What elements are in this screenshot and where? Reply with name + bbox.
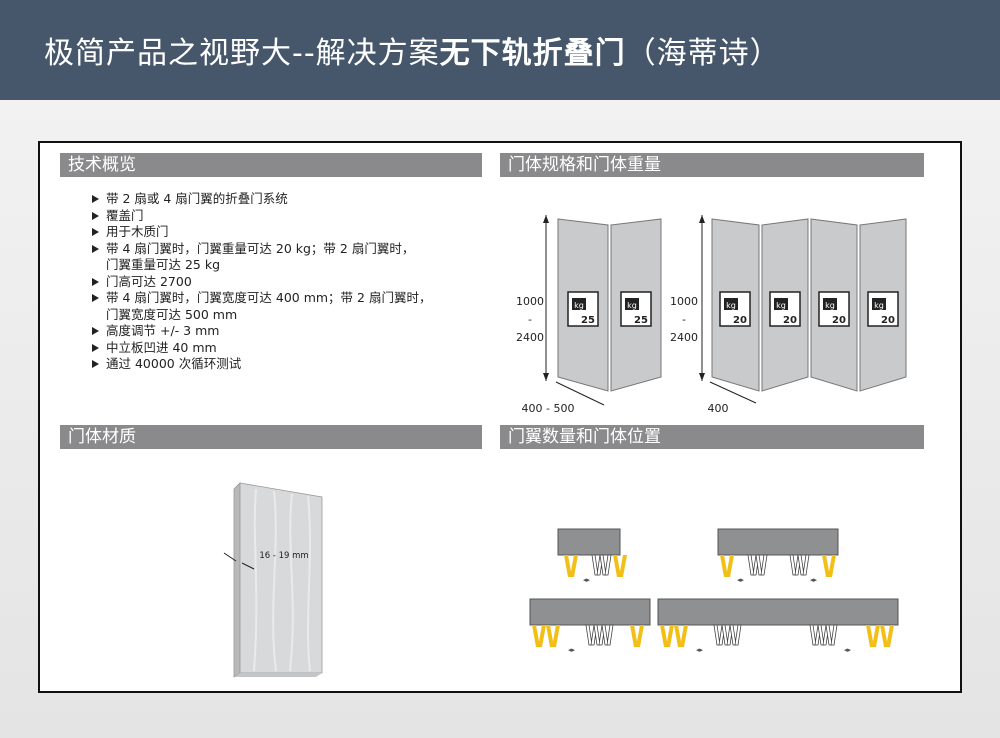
tech-overview-section: 技术概览 带 2 扇或 4 扇门翼的折叠门系统 覆盖门 用于木质门 带 4 扇门… xyxy=(60,153,482,421)
list-item: 通过 40000 次循环测试 xyxy=(90,356,431,373)
material-heading: 门体材质 xyxy=(60,425,482,449)
positions-section: 门翼数量和门体位置 ◂▸ ◂▸ ◂▸ xyxy=(500,425,924,681)
svg-text:◂▸: ◂▸ xyxy=(810,576,818,584)
header-bar: 极简产品之视野大--解决方案无下轨折叠门（海蒂诗） xyxy=(0,0,1000,100)
list-item: 门高可达 2700 xyxy=(90,274,431,291)
list-item: 覆盖门 xyxy=(90,208,431,225)
config-four-large: ◂▸ ◂▸ xyxy=(657,598,899,654)
four-panel-height-bottom: 2400 xyxy=(670,331,698,344)
four-panel-door: 1000 - 2400 400 kg 20 kg 20 xyxy=(670,215,907,415)
material-diagram: 16 - 19 mm xyxy=(223,482,323,678)
svg-text:25: 25 xyxy=(581,315,595,326)
material-section: 门体材质 16 - 19 mm xyxy=(60,425,482,681)
specs-section: 门体规格和门体重量 1000 - 2400 400 - 500 kg 25 xyxy=(500,153,924,421)
list-item: 带 4 扇门翼时，门翼重量可达 20 kg；带 2 扇门翼时，门翼重量可达 25… xyxy=(90,241,431,274)
config-two-large: ◂▸ xyxy=(529,598,651,654)
svg-text:25: 25 xyxy=(634,315,648,326)
two-panel-height-dash: - xyxy=(528,313,532,326)
two-panel-width: 400 - 500 xyxy=(522,402,575,415)
door-panel xyxy=(233,482,323,678)
svg-text:kg: kg xyxy=(776,301,786,310)
weight-icon: kg 25 xyxy=(567,291,599,327)
svg-text:20: 20 xyxy=(881,315,895,326)
list-item: 中立板凹进 40 mm xyxy=(90,340,431,357)
tech-overview-list: 带 2 扇或 4 扇门翼的折叠门系统 覆盖门 用于木质门 带 4 扇门翼时，门翼… xyxy=(90,191,431,373)
two-panel-door: 1000 - 2400 400 - 500 kg 25 kg 25 xyxy=(516,215,662,415)
svg-text:20: 20 xyxy=(832,315,846,326)
svg-text:◂▸: ◂▸ xyxy=(844,646,852,654)
svg-text:◂▸: ◂▸ xyxy=(696,646,704,654)
thickness-label: 16 - 19 mm xyxy=(259,551,308,561)
weight-icon: kg 20 xyxy=(769,291,801,327)
list-item: 带 4 扇门翼时，门翼宽度可达 400 mm；带 2 扇门翼时，门翼宽度可达 5… xyxy=(90,290,431,323)
config-four-small: ◂▸ ◂▸ xyxy=(717,528,839,584)
svg-text:kg: kg xyxy=(874,301,884,310)
svg-text:◂▸: ◂▸ xyxy=(737,576,745,584)
content-frame: 技术概览 带 2 扇或 4 扇门翼的折叠门系统 覆盖门 用于木质门 带 4 扇门… xyxy=(38,141,962,693)
weight-icon: kg 20 xyxy=(867,291,899,327)
svg-text:◂▸: ◂▸ xyxy=(568,646,576,654)
specs-heading: 门体规格和门体重量 xyxy=(500,153,924,177)
svg-text:kg: kg xyxy=(574,301,584,310)
positions-diagram: ◂▸ ◂▸ ◂▸ ◂▸ xyxy=(529,528,899,654)
svg-text:20: 20 xyxy=(783,315,797,326)
four-panel-height-dash: - xyxy=(682,313,686,326)
svg-text:kg: kg xyxy=(726,301,736,310)
positions-heading: 门翼数量和门体位置 xyxy=(500,425,924,449)
four-panel-height-top: 1000 xyxy=(670,295,698,308)
svg-text:20: 20 xyxy=(733,315,747,326)
two-panel-height-bottom: 2400 xyxy=(516,331,544,344)
svg-text:◂▸: ◂▸ xyxy=(583,576,591,584)
page-title: 极简产品之视野大--解决方案无下轨折叠门（海蒂诗） xyxy=(44,36,781,71)
weight-icon: kg 20 xyxy=(719,291,751,327)
svg-text:kg: kg xyxy=(627,301,637,310)
list-item: 高度调节 +/- 3 mm xyxy=(90,323,431,340)
config-two-small: ◂▸ xyxy=(557,528,627,584)
two-panel-height-top: 1000 xyxy=(516,295,544,308)
four-panel-width: 400 xyxy=(708,402,729,415)
specs-diagram: 1000 - 2400 400 - 500 kg 25 kg 25 xyxy=(516,215,907,415)
list-item: 用于木质门 xyxy=(90,224,431,241)
svg-text:kg: kg xyxy=(825,301,835,310)
weight-icon: kg 20 xyxy=(818,291,850,327)
weight-icon: kg 25 xyxy=(620,291,652,327)
tech-overview-heading: 技术概览 xyxy=(60,153,482,177)
list-item: 带 2 扇或 4 扇门翼的折叠门系统 xyxy=(90,191,431,208)
